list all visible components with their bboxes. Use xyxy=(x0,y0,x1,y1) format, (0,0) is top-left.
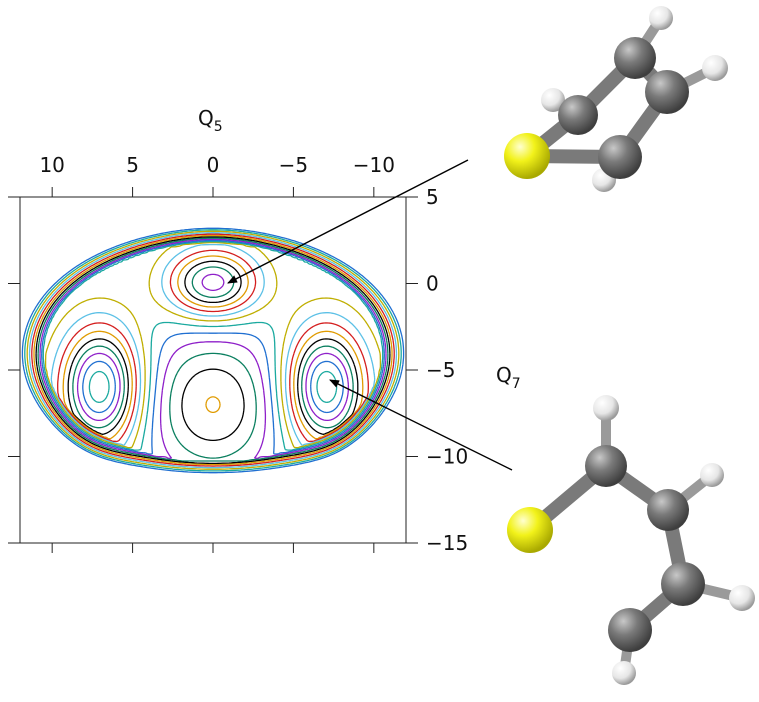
contour-level xyxy=(57,249,369,443)
contour-lines xyxy=(21,227,405,474)
atom-c xyxy=(558,95,598,135)
y-axis-label-sub: 7 xyxy=(512,376,521,392)
contour-level xyxy=(88,370,338,404)
x-tick-label: 0 xyxy=(207,153,220,177)
contour-level xyxy=(44,241,382,449)
atom-s xyxy=(504,133,550,179)
contour-level xyxy=(41,239,385,455)
x-tick-label: −10 xyxy=(353,153,395,177)
atom-h xyxy=(612,661,636,685)
contour-level xyxy=(82,360,344,414)
contour-level xyxy=(37,237,389,462)
y-tick-label: 5 xyxy=(426,185,439,209)
axis-ticks: 10 5 0 −5 −10 5 0 −5 −10 −15 xyxy=(8,153,468,555)
contour-level xyxy=(62,255,364,440)
y-axis-label-main: Q xyxy=(496,363,512,387)
y-tick-label: −15 xyxy=(426,531,468,555)
x-axis-label-sub: 5 xyxy=(214,119,223,135)
atom-c xyxy=(608,608,652,652)
atom-h xyxy=(700,463,724,487)
atom-h xyxy=(593,395,619,421)
contour-level xyxy=(26,230,400,470)
atom-h xyxy=(649,6,673,30)
x-axis-label-main: Q xyxy=(198,106,214,130)
contour-level xyxy=(72,266,354,429)
molecule-ring-structure xyxy=(504,6,728,192)
atom-h xyxy=(729,585,755,611)
x-axis-label: Q5 xyxy=(198,106,223,135)
atom-s xyxy=(507,507,553,553)
contour-level xyxy=(39,238,387,459)
arrow-to-open-minimum xyxy=(329,379,513,471)
molecule-open-structure xyxy=(507,395,755,685)
contour-level xyxy=(50,243,376,446)
contour-level xyxy=(42,240,384,451)
atom-h xyxy=(541,88,565,112)
arrow-to-ring-minimum xyxy=(227,159,469,284)
atom-c xyxy=(647,489,689,531)
y-axis-label: Q7 xyxy=(496,363,521,392)
atom-c xyxy=(661,562,705,606)
contour-level xyxy=(21,227,405,474)
contour-level xyxy=(35,236,391,465)
contour-level xyxy=(24,229,402,472)
atom-h xyxy=(702,55,728,81)
atom-c xyxy=(598,135,642,179)
contour-level xyxy=(76,273,350,422)
y-tick-label: −5 xyxy=(426,358,455,382)
contour-level xyxy=(28,232,398,469)
y-tick-label: 0 xyxy=(426,272,439,296)
y-tick-label: −10 xyxy=(426,445,468,469)
contour-level xyxy=(31,233,395,467)
contour-level xyxy=(67,260,359,435)
x-tick-label: 5 xyxy=(126,153,139,177)
plot-frame xyxy=(19,196,407,544)
atom-c xyxy=(645,70,689,114)
x-tick-label: −5 xyxy=(279,153,308,177)
contour-level xyxy=(33,234,393,466)
x-tick-label: 10 xyxy=(39,153,64,177)
atom-c xyxy=(614,37,656,79)
atom-c xyxy=(585,445,627,487)
